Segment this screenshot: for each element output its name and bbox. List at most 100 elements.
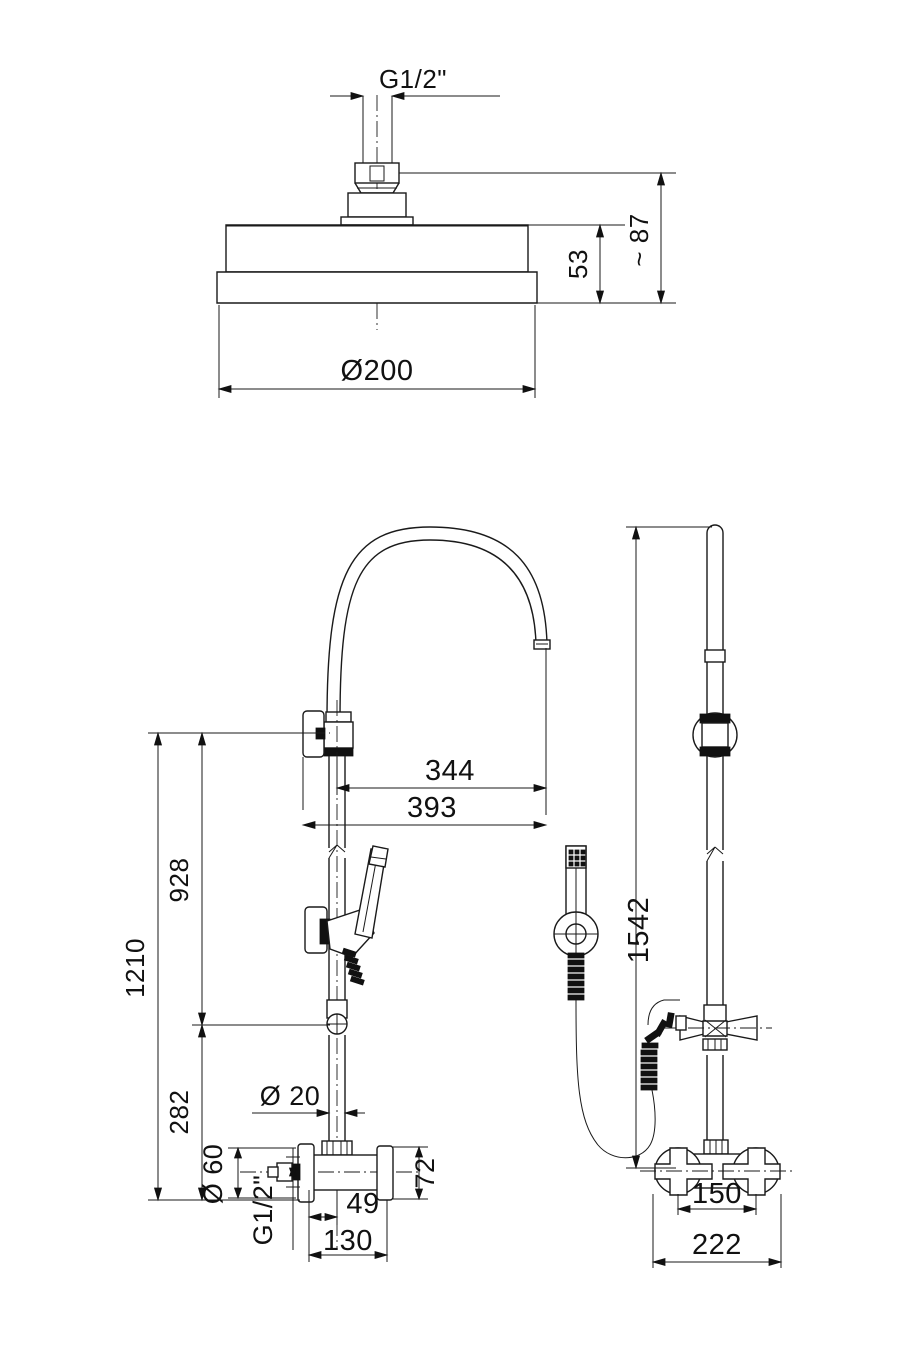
hose-coil-section bbox=[640, 1012, 675, 1091]
arrow-53-top bbox=[595, 223, 605, 238]
arrow-393-left bbox=[301, 820, 316, 830]
mixer-valve-body bbox=[240, 1140, 420, 1203]
head-swivel-stem bbox=[340, 192, 414, 226]
side-handset bbox=[553, 845, 599, 1001]
head-lower-rim bbox=[216, 271, 538, 304]
handset-spray-face bbox=[368, 845, 389, 868]
head-body-height-label: 53 bbox=[563, 249, 593, 279]
fh-coil-2 bbox=[640, 1077, 658, 1084]
arrow-d20-right bbox=[343, 1108, 358, 1118]
head-connector-nut bbox=[354, 162, 400, 194]
fh-coil-6 bbox=[640, 1049, 658, 1056]
thread-arrow-right bbox=[390, 91, 405, 101]
arrow-928-bottom bbox=[197, 1012, 207, 1027]
slider-clamp-bottom bbox=[699, 746, 731, 757]
fh-coil-3 bbox=[640, 1070, 658, 1077]
side-mixer-valve bbox=[640, 1139, 795, 1196]
gooseneck-arm bbox=[326, 526, 551, 721]
spray-hole-6 bbox=[580, 855, 586, 861]
side-width-dimensions: 150 222 bbox=[651, 1178, 783, 1268]
arm-reach-dimensions: 344 393 bbox=[301, 648, 548, 830]
hs-coil-6 bbox=[567, 987, 585, 994]
arrow-344-right bbox=[533, 783, 548, 793]
riser-hose-outlet bbox=[326, 999, 348, 1035]
diverter-x-2 bbox=[704, 1019, 727, 1038]
hose-coil-5 bbox=[349, 975, 365, 986]
mixer-main-body bbox=[309, 1154, 381, 1191]
arrow-282-top bbox=[197, 1023, 207, 1038]
inlet-centers-label: 150 bbox=[692, 1178, 742, 1210]
arrow-222-right bbox=[768, 1257, 783, 1267]
head-total-height-label: ~ 87 bbox=[624, 213, 654, 266]
fh-coil-5 bbox=[640, 1056, 658, 1063]
nut-inner bbox=[369, 165, 385, 182]
fh-coil-7 bbox=[641, 1042, 659, 1049]
head-height-dimensions: 53 ~ 87 bbox=[399, 171, 676, 305]
side-riser-break bbox=[706, 846, 724, 862]
arrow-150-right bbox=[743, 1204, 758, 1214]
right-handle-disc bbox=[376, 1145, 394, 1201]
arrow-344-left bbox=[335, 783, 350, 793]
right-handle-cross bbox=[722, 1147, 781, 1196]
hs-coil-5 bbox=[567, 980, 585, 987]
arrow-72-top bbox=[414, 1145, 424, 1158]
hose-coil-4 bbox=[347, 968, 363, 979]
spray-hole-2 bbox=[574, 849, 580, 855]
head-diameter-dimension: Ø200 bbox=[217, 305, 537, 398]
projection-dimensions: 49 130 bbox=[307, 1188, 389, 1262]
arrow-d60-top bbox=[233, 1146, 243, 1159]
side-riser-joint bbox=[704, 649, 726, 663]
arrow-87-bottom bbox=[656, 290, 666, 305]
side-height-dimension: 1542 bbox=[623, 525, 712, 1170]
side-riser-bar bbox=[704, 524, 726, 1140]
spray-hole-4 bbox=[568, 855, 574, 861]
escutcheon-diameter-label: Ø 60 bbox=[198, 1144, 228, 1205]
left-inlet-thread bbox=[267, 1166, 279, 1178]
body-projection-label: 130 bbox=[323, 1225, 373, 1257]
head-upper-disc bbox=[225, 224, 529, 273]
connector-seal bbox=[323, 747, 354, 757]
arm-inner-curve bbox=[339, 539, 537, 721]
hs-coil-2 bbox=[567, 959, 585, 966]
arrow-1210-bottom bbox=[153, 1187, 163, 1202]
arrow-393-right bbox=[533, 820, 548, 830]
arrow-d20-left bbox=[316, 1108, 331, 1118]
shower-head-body bbox=[216, 224, 538, 304]
vertical-dimension-chain: 1210 928 282 bbox=[120, 731, 330, 1202]
slider-clamp-top bbox=[699, 713, 731, 724]
arrow-49-left bbox=[307, 1212, 322, 1222]
spray-hole-7 bbox=[568, 861, 574, 867]
hs-coil-4 bbox=[567, 973, 585, 980]
mixer-width-label: 222 bbox=[692, 1229, 742, 1261]
side-elevation-view: 1542 150 222 bbox=[553, 524, 795, 1268]
arrow-87-top bbox=[656, 171, 666, 186]
spray-hole-8 bbox=[574, 861, 580, 867]
arrow-928-top bbox=[197, 731, 207, 746]
side-handset-hose-coil bbox=[567, 952, 585, 1001]
spray-hole-9 bbox=[580, 861, 586, 867]
fh-coil-1 bbox=[640, 1084, 658, 1091]
handset-face-line bbox=[370, 856, 387, 860]
left-handle-cross bbox=[654, 1147, 713, 1196]
handset-height-label: 282 bbox=[164, 1090, 194, 1135]
spray-hole-5 bbox=[574, 855, 580, 861]
bracket-boss bbox=[315, 727, 326, 740]
hose-nut bbox=[675, 1015, 687, 1031]
fh-coil-4 bbox=[640, 1063, 658, 1070]
arrow-d60-bottom bbox=[233, 1187, 243, 1200]
arrow-53-bottom bbox=[595, 290, 605, 305]
connector-collar-top bbox=[325, 711, 352, 723]
hose-elbow-curve bbox=[647, 999, 680, 1026]
inlet-thread-dimension: G1/2" bbox=[248, 1148, 300, 1250]
overhead-shower-head-view: G1/2" 53 bbox=[216, 64, 676, 398]
handset-hose-stub bbox=[341, 947, 365, 986]
arrow-1210-top bbox=[153, 731, 163, 746]
inlet-projection-label: 49 bbox=[346, 1188, 379, 1220]
arrow-282-bottom bbox=[197, 1187, 207, 1202]
stem-body bbox=[347, 192, 407, 218]
arrow-1542-top bbox=[631, 525, 641, 540]
slider-clamp-body bbox=[701, 722, 729, 748]
arrow-150-left bbox=[676, 1204, 691, 1214]
fh-coil-9 bbox=[653, 1019, 669, 1037]
